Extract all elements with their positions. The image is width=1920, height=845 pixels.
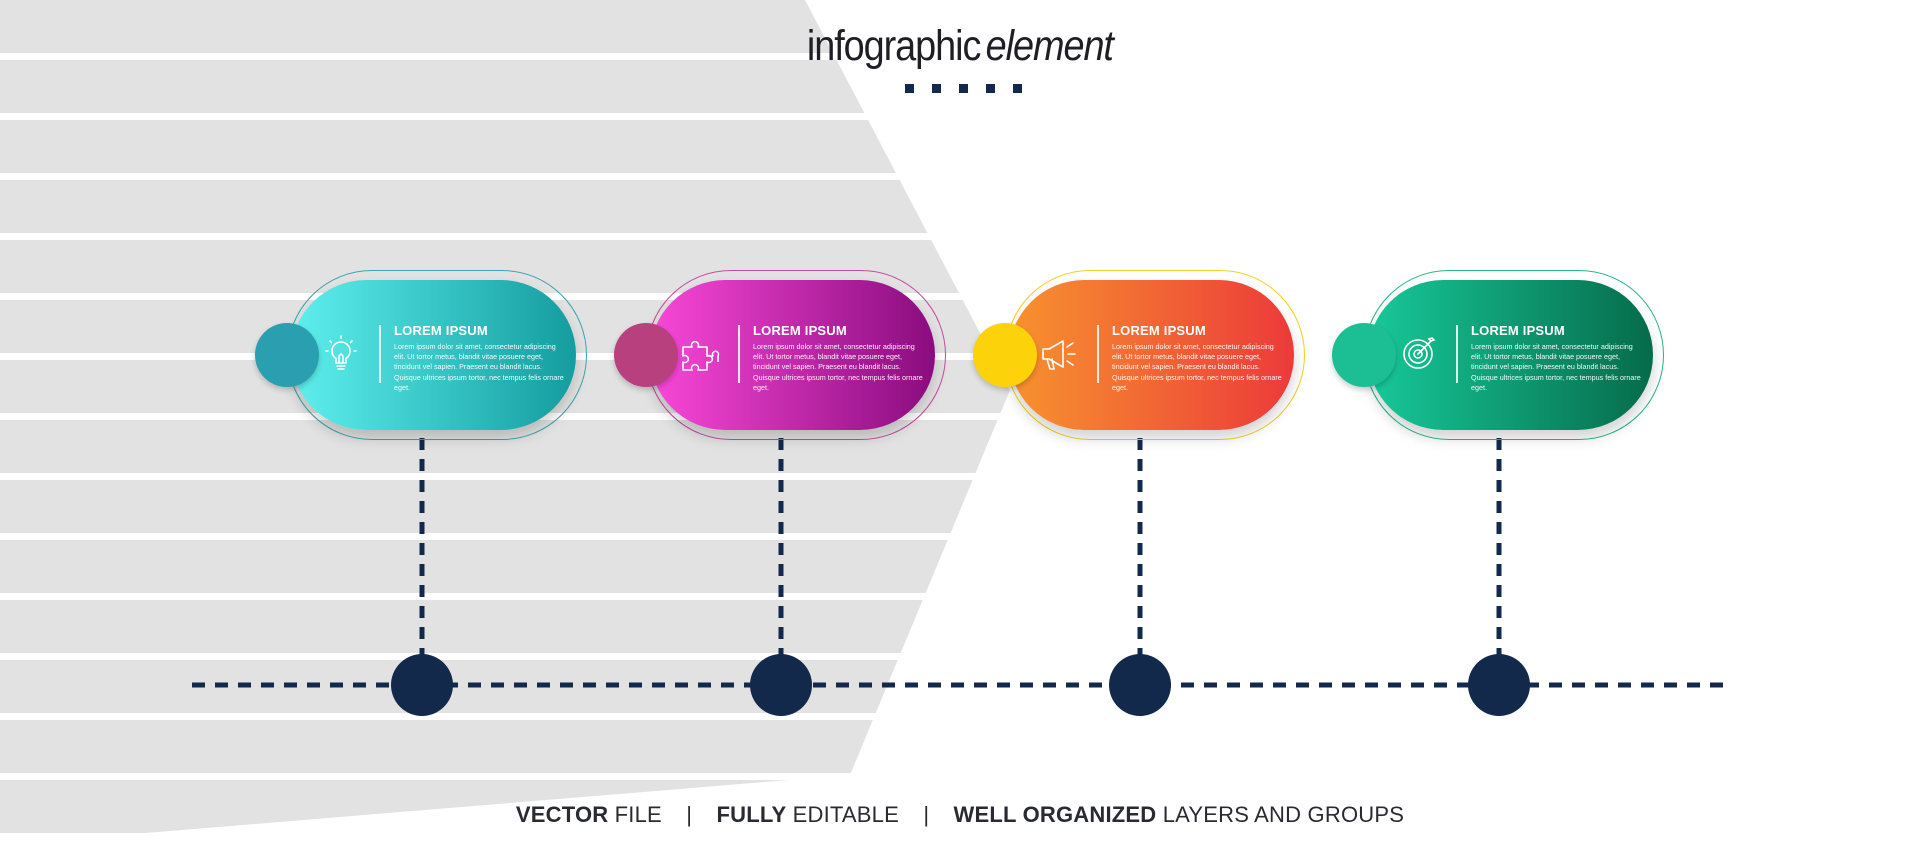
footer-organized-bold: WELL ORGANIZED (953, 802, 1157, 827)
footer-editable-rest: EDITABLE (786, 802, 899, 827)
target-icon (1396, 332, 1440, 376)
card-divider (738, 325, 740, 383)
step-card: LOREM IPSUM Lorem ipsum dolor sit amet, c… (650, 280, 935, 430)
step-title: LOREM IPSUM (394, 323, 488, 338)
stripe (0, 240, 1010, 293)
footer: VECTOR FILE | FULLY EDITABLE | WELL ORGA… (0, 802, 1920, 828)
step-description: Lorem ipsum dolor sit amet, consectetur … (1471, 342, 1641, 392)
timeline-node (391, 654, 453, 716)
stripe (0, 120, 1010, 173)
step-card: LOREM IPSUM Lorem ipsum dolor sit amet, c… (1368, 280, 1653, 430)
stripe (0, 540, 1010, 593)
card-divider (379, 325, 381, 383)
step-description: Lorem ipsum dolor sit amet, consectetur … (394, 342, 564, 392)
footer-fully-bold: FULLY (716, 802, 787, 827)
footer-vector-rest: FILE (608, 802, 662, 827)
footer-vector-bold: VECTOR (515, 802, 609, 827)
footer-separator: | (923, 802, 930, 827)
step-description: Lorem ipsum dolor sit amet, consectetur … (1112, 342, 1282, 392)
timeline-node (750, 654, 812, 716)
stripe (0, 600, 1010, 653)
step-card: LOREM IPSUM Lorem ipsum dolor sit amet, c… (291, 280, 576, 430)
step-knob (973, 323, 1037, 387)
title-dots (905, 84, 1022, 93)
step-knob (614, 323, 678, 387)
lightbulb-icon (319, 332, 363, 376)
stripe (0, 720, 1010, 773)
card-divider (1097, 325, 1099, 383)
step-title: LOREM IPSUM (1471, 323, 1565, 338)
step-title: LOREM IPSUM (1112, 323, 1206, 338)
footer-layers-rest: LAYERS AND GROUPS (1156, 802, 1405, 827)
card-divider (1456, 325, 1458, 383)
footer-separator: | (686, 802, 693, 827)
title-main: infographic (806, 22, 982, 70)
megaphone-icon (1037, 332, 1081, 376)
puzzle-icon (678, 332, 722, 376)
timeline-node (1468, 654, 1530, 716)
stripe (0, 180, 1010, 233)
step-knob (1332, 323, 1396, 387)
step-knob (255, 323, 319, 387)
title-emphasis: element (985, 22, 1114, 70)
step-title: LOREM IPSUM (753, 323, 847, 338)
stripe (0, 480, 1010, 533)
timeline-node (1109, 654, 1171, 716)
step-card: LOREM IPSUM Lorem ipsum dolor sit amet, c… (1009, 280, 1294, 430)
stripe (0, 420, 1010, 473)
step-description: Lorem ipsum dolor sit amet, consectetur … (753, 342, 923, 392)
